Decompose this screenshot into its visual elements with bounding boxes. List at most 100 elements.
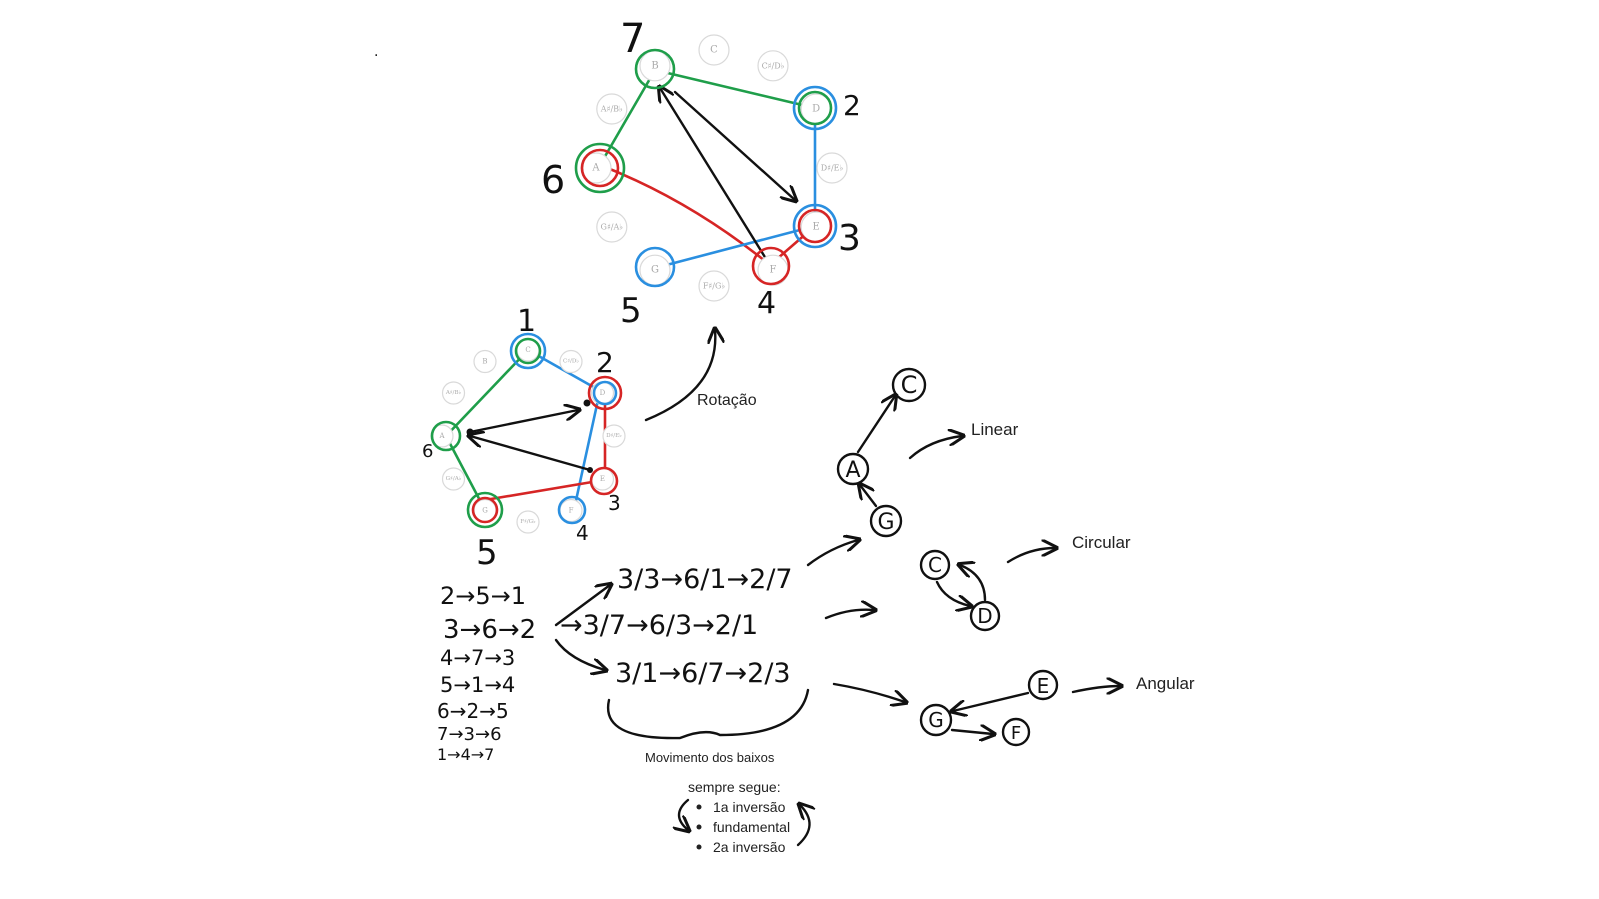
degree-5: 5: [476, 533, 498, 573]
linear-arrow-g-a: [860, 485, 878, 508]
note-node-de: [816, 152, 848, 184]
note-node-ab: [596, 93, 628, 125]
degree-1: 1: [517, 304, 536, 339]
inversion-row: 3/3→6/1→2/7: [617, 564, 793, 595]
degree-6: 6: [541, 158, 565, 202]
ring-f: [557, 495, 587, 525]
degree-4: 4: [576, 521, 589, 545]
note-label: G♯/A♭: [446, 475, 462, 482]
rule-bullet: [696, 804, 702, 810]
circular-node-label: C: [928, 553, 942, 577]
large-note-circle: CC♯/D♭DD♯/E♭EFF♯/G♭GG♯/A♭AA♯/B♭B 7 2 3 4…: [541, 16, 861, 331]
degree-4: 4: [757, 286, 776, 321]
degree-2: 2: [596, 346, 614, 379]
progression-item: 4→7→3: [440, 646, 515, 670]
note-label: G♯/A♭: [601, 223, 624, 232]
dot-a: [466, 428, 474, 436]
note-node-de: [602, 424, 626, 448]
rule-bullet: [696, 844, 702, 850]
large-nodes: CC♯/D♭DD♯/E♭EFF♯/G♭GG♯/A♭AA♯/B♭B: [580, 34, 848, 302]
inversion-rule: sempre segue: 1a inversão fundamental 2a…: [679, 779, 810, 855]
progression-item: 6→2→5: [437, 699, 509, 723]
note-label: D♯/E♭: [606, 432, 622, 439]
note-label: F♯/G♭: [703, 282, 726, 291]
large-edges: [598, 68, 817, 270]
edge-c-a: [444, 348, 530, 438]
rule-title: sempre segue:: [688, 779, 781, 795]
circular-node-label: D: [977, 604, 992, 628]
note-node-c: [698, 34, 730, 66]
ring-e: [589, 466, 619, 496]
rule-item: 2a inversão: [713, 839, 786, 855]
note-label: E: [813, 222, 820, 233]
small-note-circle: CC♯/D♭DD♯/E♭EFF♯/G♭GG♯/A♭AA♯/B♭B 1 2 3 4…: [422, 304, 626, 573]
circular-node: [919, 549, 951, 581]
note-label: E: [600, 475, 605, 483]
progression-item: 5→1→4: [440, 673, 515, 697]
angular-node-label: G: [928, 708, 944, 732]
note-label: B: [651, 60, 658, 71]
note-label: C♯/D♭: [762, 61, 785, 70]
circular-label-arrow: [1006, 548, 1055, 564]
large-degree-labels: 7 2 3 4 5 6: [541, 16, 861, 331]
rule-item: 1a inversão: [713, 799, 786, 815]
angular-arrow-e-g: [953, 691, 1030, 711]
edge-b-d: [653, 68, 817, 110]
angular-label: Angular: [1136, 674, 1195, 693]
rule-item: fundamental: [713, 819, 790, 835]
linear-node-label: G: [877, 510, 894, 535]
ring-d-blue: [592, 380, 618, 406]
note-label: D♯/E♭: [821, 164, 844, 173]
linear-label: Linear: [971, 420, 1019, 439]
ring-a-red: [580, 148, 620, 188]
ring-a: [430, 420, 462, 452]
note-label: C: [710, 45, 718, 56]
arrow-f-to-b: [660, 88, 770, 264]
degree-5: 5: [620, 291, 642, 331]
linear-arrow-a-c: [856, 396, 895, 454]
note-label: F: [569, 506, 574, 514]
note-label: A♯/B♭: [445, 389, 462, 396]
note-label: D: [600, 389, 606, 397]
circular-node: [969, 600, 1001, 632]
small-degree-labels: 1 2 3 4 5 6: [422, 304, 621, 573]
progression-item: 1→4→7: [437, 745, 494, 764]
edge-g-e: [483, 478, 606, 502]
to-linear-arrow: [806, 540, 858, 567]
ring-g: [634, 246, 676, 288]
ring-f: [751, 246, 791, 286]
note-label: A: [591, 163, 600, 174]
progression-item: 2→5→1: [440, 582, 526, 610]
note-node-fg: [516, 510, 540, 534]
linear-node: [891, 367, 927, 403]
ring-d-blue: [792, 85, 838, 131]
degree-3: 3: [838, 218, 861, 259]
ring-e-red: [797, 208, 833, 244]
note-label: D: [812, 104, 820, 115]
ring-g-red: [471, 496, 499, 524]
dot-d: [583, 399, 591, 407]
bass-bracket: [606, 688, 810, 740]
angular-node: [1001, 717, 1031, 747]
degree-7: 7: [620, 16, 645, 62]
arrow-e-to-a: [470, 436, 592, 472]
linear-example: C A G Linear: [836, 367, 1019, 538]
angular-arrow-g-f: [950, 730, 993, 734]
angular-label-arrow: [1071, 686, 1120, 692]
to-circular-arrow: [824, 610, 874, 620]
linear-label-arrow: [908, 436, 962, 460]
note-node-fg: [698, 270, 730, 302]
stray-dot: .: [374, 44, 378, 60]
ring-d-green: [797, 90, 833, 126]
ring-b: [634, 48, 676, 90]
linear-node-label: C: [901, 371, 918, 399]
note-label: A♯/B♭: [600, 105, 623, 114]
linear-node: [836, 452, 870, 486]
ring-a-green: [574, 142, 626, 194]
note-label: F: [770, 265, 777, 276]
to-angular-arrow: [832, 682, 905, 702]
ring-g-green: [466, 491, 504, 529]
note-label: G: [482, 506, 488, 514]
dot-e: [587, 467, 593, 473]
